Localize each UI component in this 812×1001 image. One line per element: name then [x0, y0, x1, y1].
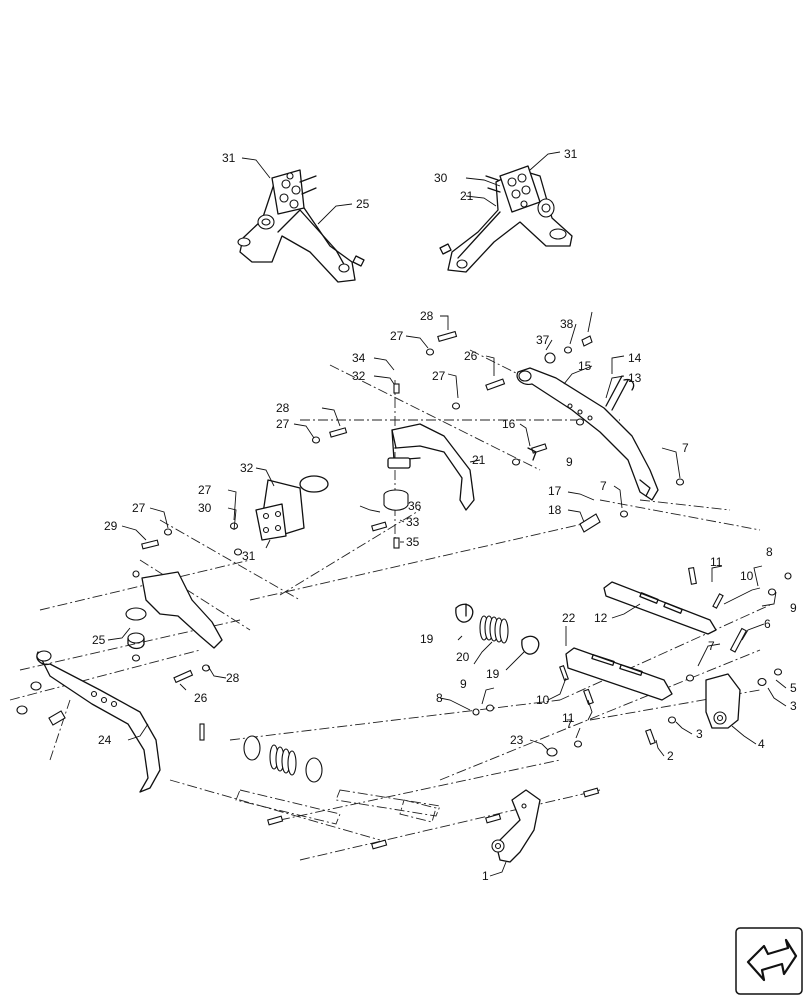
callout-label: 23 — [510, 733, 524, 747]
callout-label: 3 — [790, 699, 797, 713]
callout-label: 26 — [194, 691, 208, 705]
callout-label: 33 — [406, 515, 420, 529]
callout-label: 28 — [226, 671, 240, 685]
callout-label: 25 — [92, 633, 106, 647]
callout-label: 27 — [390, 329, 404, 343]
lower-left-arm — [36, 650, 161, 793]
spring-assembly-right — [455, 603, 540, 655]
page-next-arrow-icon — [735, 927, 803, 995]
callout-label: 4 — [758, 737, 765, 751]
callout-label: 19 — [420, 632, 434, 646]
callout-label: 28 — [276, 401, 290, 415]
next-page-button[interactable] — [734, 926, 804, 996]
callout-label: 38 — [560, 317, 574, 331]
callout-label: 27 — [132, 501, 146, 515]
callout-label: 9 — [460, 677, 467, 691]
lower-left-bracket — [125, 571, 223, 650]
callout-label: 1 — [482, 869, 489, 883]
callout-label: 31 — [242, 549, 256, 563]
rubber-mount — [383, 489, 409, 511]
callout-label: 10 — [740, 569, 754, 583]
callout-label: 27 — [276, 417, 290, 431]
callout-label: 30 — [434, 171, 448, 185]
spring-assembly-left — [243, 735, 323, 783]
callout-label: 24 — [98, 733, 112, 747]
slotted-plate — [565, 647, 673, 701]
callout-label: 27 — [198, 483, 212, 497]
callout-label: 7 — [708, 639, 715, 653]
callout-label: 7 — [566, 717, 573, 731]
hardware-items — [16, 330, 792, 850]
callout-label: 32 — [240, 461, 254, 475]
callout-label: 30 — [198, 501, 212, 515]
callout-label: 12 — [594, 611, 608, 625]
callout-label: 9 — [566, 455, 573, 469]
callout-label: 22 — [562, 611, 576, 625]
callout-label: 7 — [600, 479, 607, 493]
callout-label: 25 — [356, 197, 370, 211]
callout-label: 19 — [486, 667, 500, 681]
callout-label: 29 — [104, 519, 118, 533]
callout-label: 36 — [408, 499, 422, 513]
callout-label: 18 — [548, 503, 562, 517]
support-bracket-right-detail — [439, 165, 573, 273]
callout-label: 34 — [352, 351, 366, 365]
adjustment-bar — [603, 581, 717, 635]
callout-label: 2 — [667, 749, 674, 763]
callout-label: 5 — [790, 681, 797, 695]
callout-label: 13 — [628, 371, 642, 385]
callout-label: 27 — [432, 369, 446, 383]
callout-label: 11 — [562, 711, 575, 725]
lower-right-bracket — [491, 789, 541, 863]
mount-plate-upper — [255, 475, 329, 541]
callout-label: 26 — [464, 349, 478, 363]
callout-label: 37 — [536, 333, 550, 347]
assembly-centerlines — [9, 349, 771, 861]
callout-label: 17 — [548, 484, 562, 498]
callout-label: 6 — [764, 617, 771, 631]
callout-label: 32 — [352, 369, 366, 383]
callout-label: 8 — [436, 691, 443, 705]
callout-label: 21 — [460, 189, 474, 203]
callout-label: 11 — [710, 555, 723, 569]
callout-label: 7 — [682, 441, 689, 455]
hinge-bracket — [705, 673, 741, 729]
leader-lines — [107, 151, 787, 877]
link-arm-upper — [516, 367, 659, 501]
callout-label: 16 — [502, 417, 516, 431]
callout-label: 20 — [456, 650, 470, 664]
callout-label: 8 — [766, 545, 773, 559]
callout-labels: 1 2 3 3 4 5 6 7 7 7 7 8 8 9 9 9 10 10 11… — [92, 147, 797, 883]
callout-label: 28 — [420, 309, 434, 323]
lower-cross-bars — [235, 789, 441, 825]
callout-label: 10 — [536, 693, 550, 707]
callout-label: 21 — [472, 453, 486, 467]
callout-label: 15 — [578, 359, 592, 373]
callout-label: 3 — [696, 727, 703, 741]
callout-label: 9 — [790, 601, 797, 615]
callout-label: 14 — [628, 351, 642, 365]
support-bracket-left-detail — [237, 169, 365, 283]
callout-label: 31 — [564, 147, 578, 161]
pivot-arm — [387, 423, 475, 511]
callout-label: 31 — [222, 151, 236, 165]
callout-label: 35 — [406, 535, 420, 549]
